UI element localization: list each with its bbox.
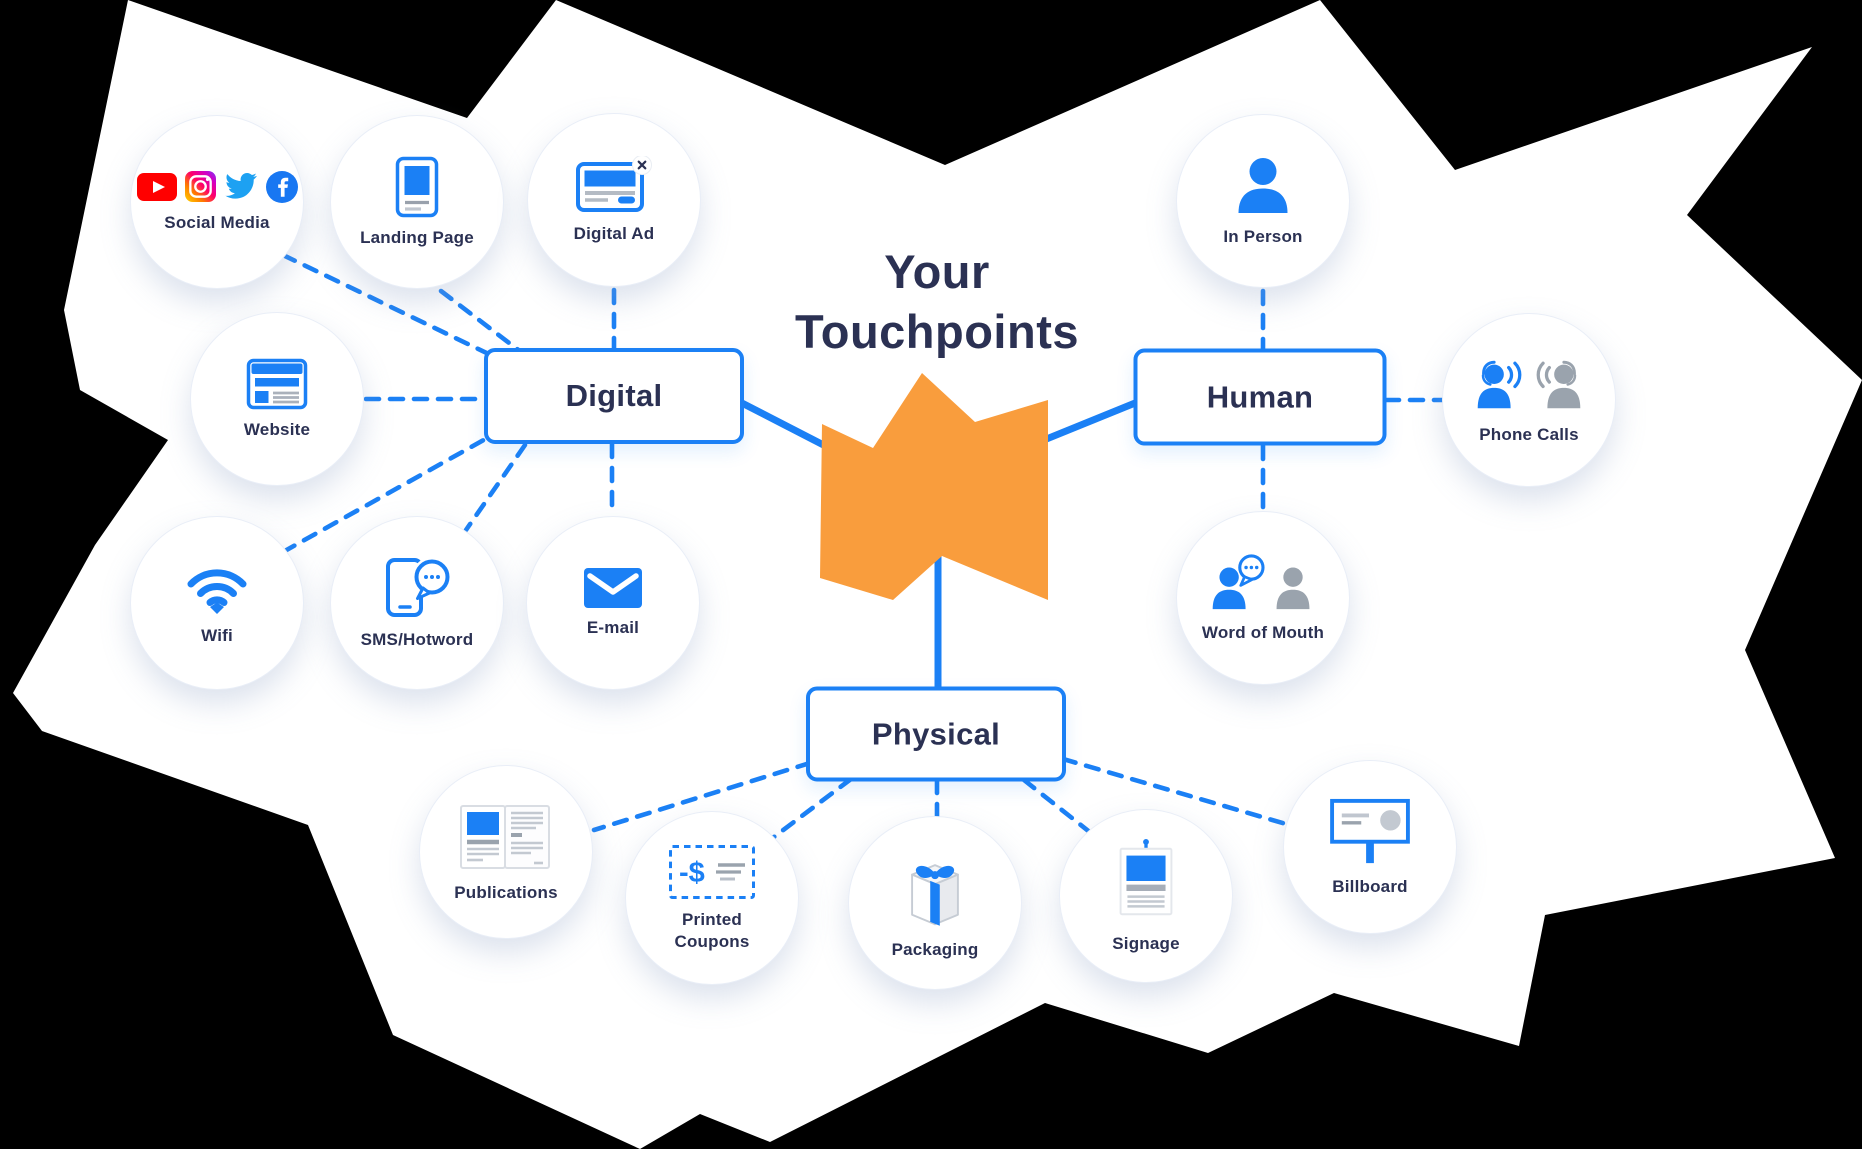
page-title: Your Touchpoints [795,242,1079,362]
printed-coupons-icon: -$ [668,844,756,900]
node-label: Signage [1112,933,1180,953]
publications-icon [456,801,556,873]
node-label: In Person [1223,226,1303,246]
category-box-digital: Digital [484,348,744,444]
node-social-media: Social Media [130,115,304,289]
instagram-icon [184,171,216,203]
node-packaging: Packaging [848,816,1022,990]
title-line-2: Touchpoints [795,305,1079,358]
node-word-of-mouth: Word of Mouth [1176,511,1350,685]
category-label-physical: Physical [871,716,1001,751]
node-label: Website [243,419,311,439]
person-icon [1230,155,1296,217]
title-line-1: Your [884,244,990,298]
node-label: Social Media [164,212,270,232]
category-box-human: Human [1133,348,1387,446]
billboard-icon [1327,797,1413,867]
node-billboard: Billboard [1283,760,1457,934]
node-printed-coupons: -$ Printed Coupons [625,811,799,985]
node-wifi: Wifi [130,516,304,690]
svg-text:-$: -$ [679,857,705,889]
node-label: Wifi [201,625,233,645]
sms-chat-phone-icon [379,556,455,620]
node-label: E-mail [586,617,640,637]
digital-ad-icon [575,155,653,214]
twitter-icon [224,173,257,200]
facebook-icon [265,170,298,203]
word-of-mouth-icon [1201,553,1325,613]
signage-icon [1114,838,1178,924]
landing-page-icon [395,156,439,218]
node-publications: Publications [419,765,593,939]
node-label: Phone Calls [1479,424,1579,444]
node-phone-calls: Phone Calls [1442,313,1616,487]
phone-calls-icon [1467,355,1591,415]
node-label: Digital Ad [573,223,655,243]
node-website: Website [190,312,364,486]
email-envelope-icon [584,567,642,608]
node-label: Publications [454,882,558,902]
category-label-human: Human [1206,379,1314,414]
center-orange-shape [820,373,1048,600]
node-label: Landing Page [360,227,474,247]
website-icon [246,358,308,410]
youtube-icon [136,172,177,201]
node-digital-ad: Digital Ad [527,113,701,287]
node-in-person: In Person [1176,114,1350,288]
node-label: Printed Coupons [674,910,750,951]
node-email: E-mail [526,516,700,690]
node-signage: Signage [1059,809,1233,983]
node-landing-page: Landing Page [330,115,504,289]
node-sms-hotword: SMS/Hotword [330,516,504,690]
category-label-digital: Digital [565,378,663,413]
node-label: Billboard [1332,876,1408,896]
node-label: Word of Mouth [1201,622,1325,642]
wifi-icon [184,560,250,616]
gift-box-icon [892,846,978,930]
social-media-icons [136,170,298,203]
node-label: SMS/Hotword [360,629,474,649]
node-label: Packaging [891,939,979,959]
dashed-connectors [280,252,1449,846]
category-box-physical: Physical [806,686,1066,782]
